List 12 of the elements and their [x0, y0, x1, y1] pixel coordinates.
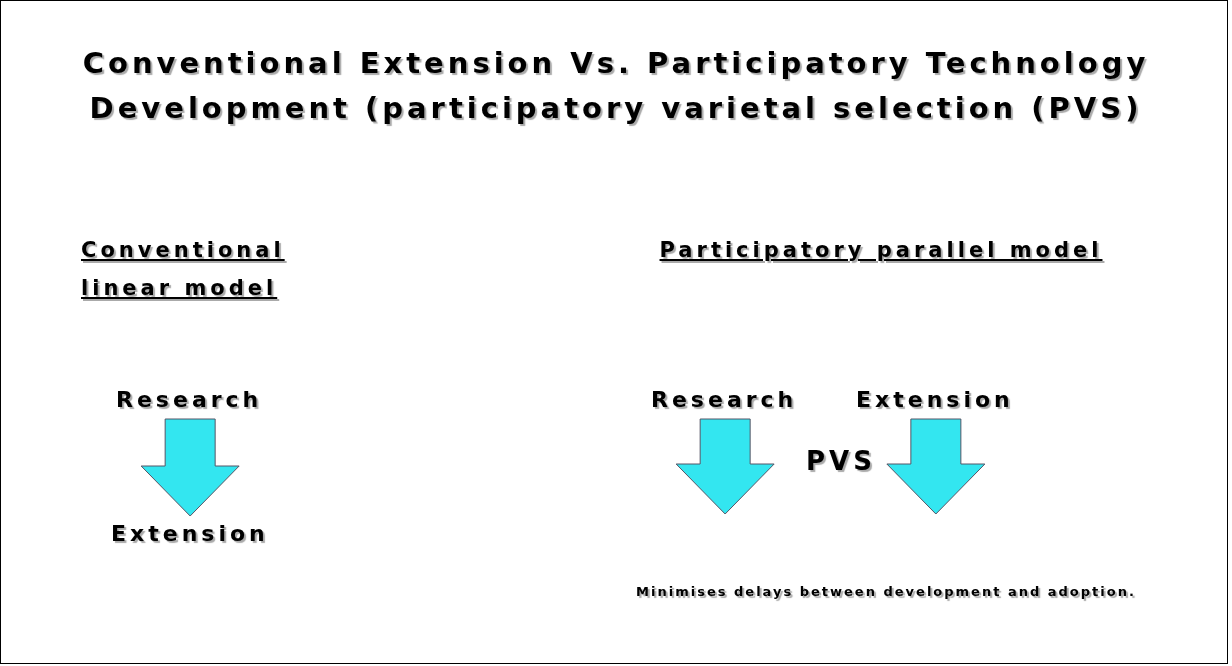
slide-title: Conventional Extension Vs. Participatory Technology Development (participatory varietal selection (PVS): [81, 45, 1151, 127]
abbreviation-label: PVS: [805, 446, 877, 476]
note-text: Minimises delays between development and adoption.: [635, 584, 1137, 599]
node-label: Extension: [111, 519, 269, 548]
block-arrow: [886, 418, 986, 515]
section-heading: Conventional linear model: [81, 237, 286, 302]
block-arrow: [140, 418, 240, 517]
block-arrow: [675, 418, 775, 515]
section-heading: Participatory parallel model: [658, 237, 1104, 264]
node-label: Research: [116, 385, 263, 414]
node-label: Research: [651, 385, 798, 414]
node-label: Extension: [856, 385, 1014, 414]
